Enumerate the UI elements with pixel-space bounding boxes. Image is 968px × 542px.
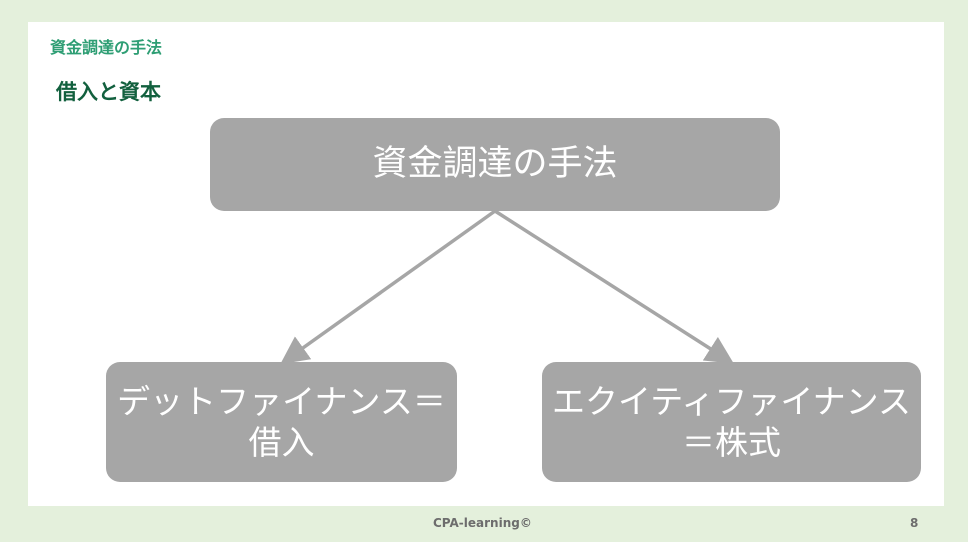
equity-finance-label-line1: エクイティファイナンス (551, 381, 912, 421)
debt-finance-label-line1: デットファイナンス＝ (117, 381, 446, 421)
equity-finance-node-label: エクイティファイナンス ＝株式 (552, 381, 911, 464)
diagram-connectors (280, 209, 734, 365)
debt-finance-node-box: デットファイナンス＝ 借入 (106, 362, 457, 482)
connector-left-arrow (280, 209, 497, 365)
footer-copyright: CPA-learning© (433, 516, 532, 530)
section-subtitle: 資金調達の手法 (50, 38, 163, 57)
root-node-label: 資金調達の手法 (372, 143, 618, 184)
debt-finance-node-label: デットファイナンス＝ 借入 (117, 381, 446, 464)
slide: 資金調達の手法 借入と資本 資金調達の手法 デットファイナンス＝ 借入 エクイテ… (28, 22, 944, 506)
connector-right-arrow (494, 209, 734, 364)
equity-finance-label-line2: ＝株式 (681, 423, 781, 462)
slide-title: 借入と資本 (56, 80, 161, 104)
equity-finance-node-box: エクイティファイナンス ＝株式 (542, 362, 921, 482)
root-node-box: 資金調達の手法 (210, 118, 780, 211)
page-number: 8 (910, 516, 919, 530)
debt-finance-label-line2: 借入 (248, 423, 315, 462)
